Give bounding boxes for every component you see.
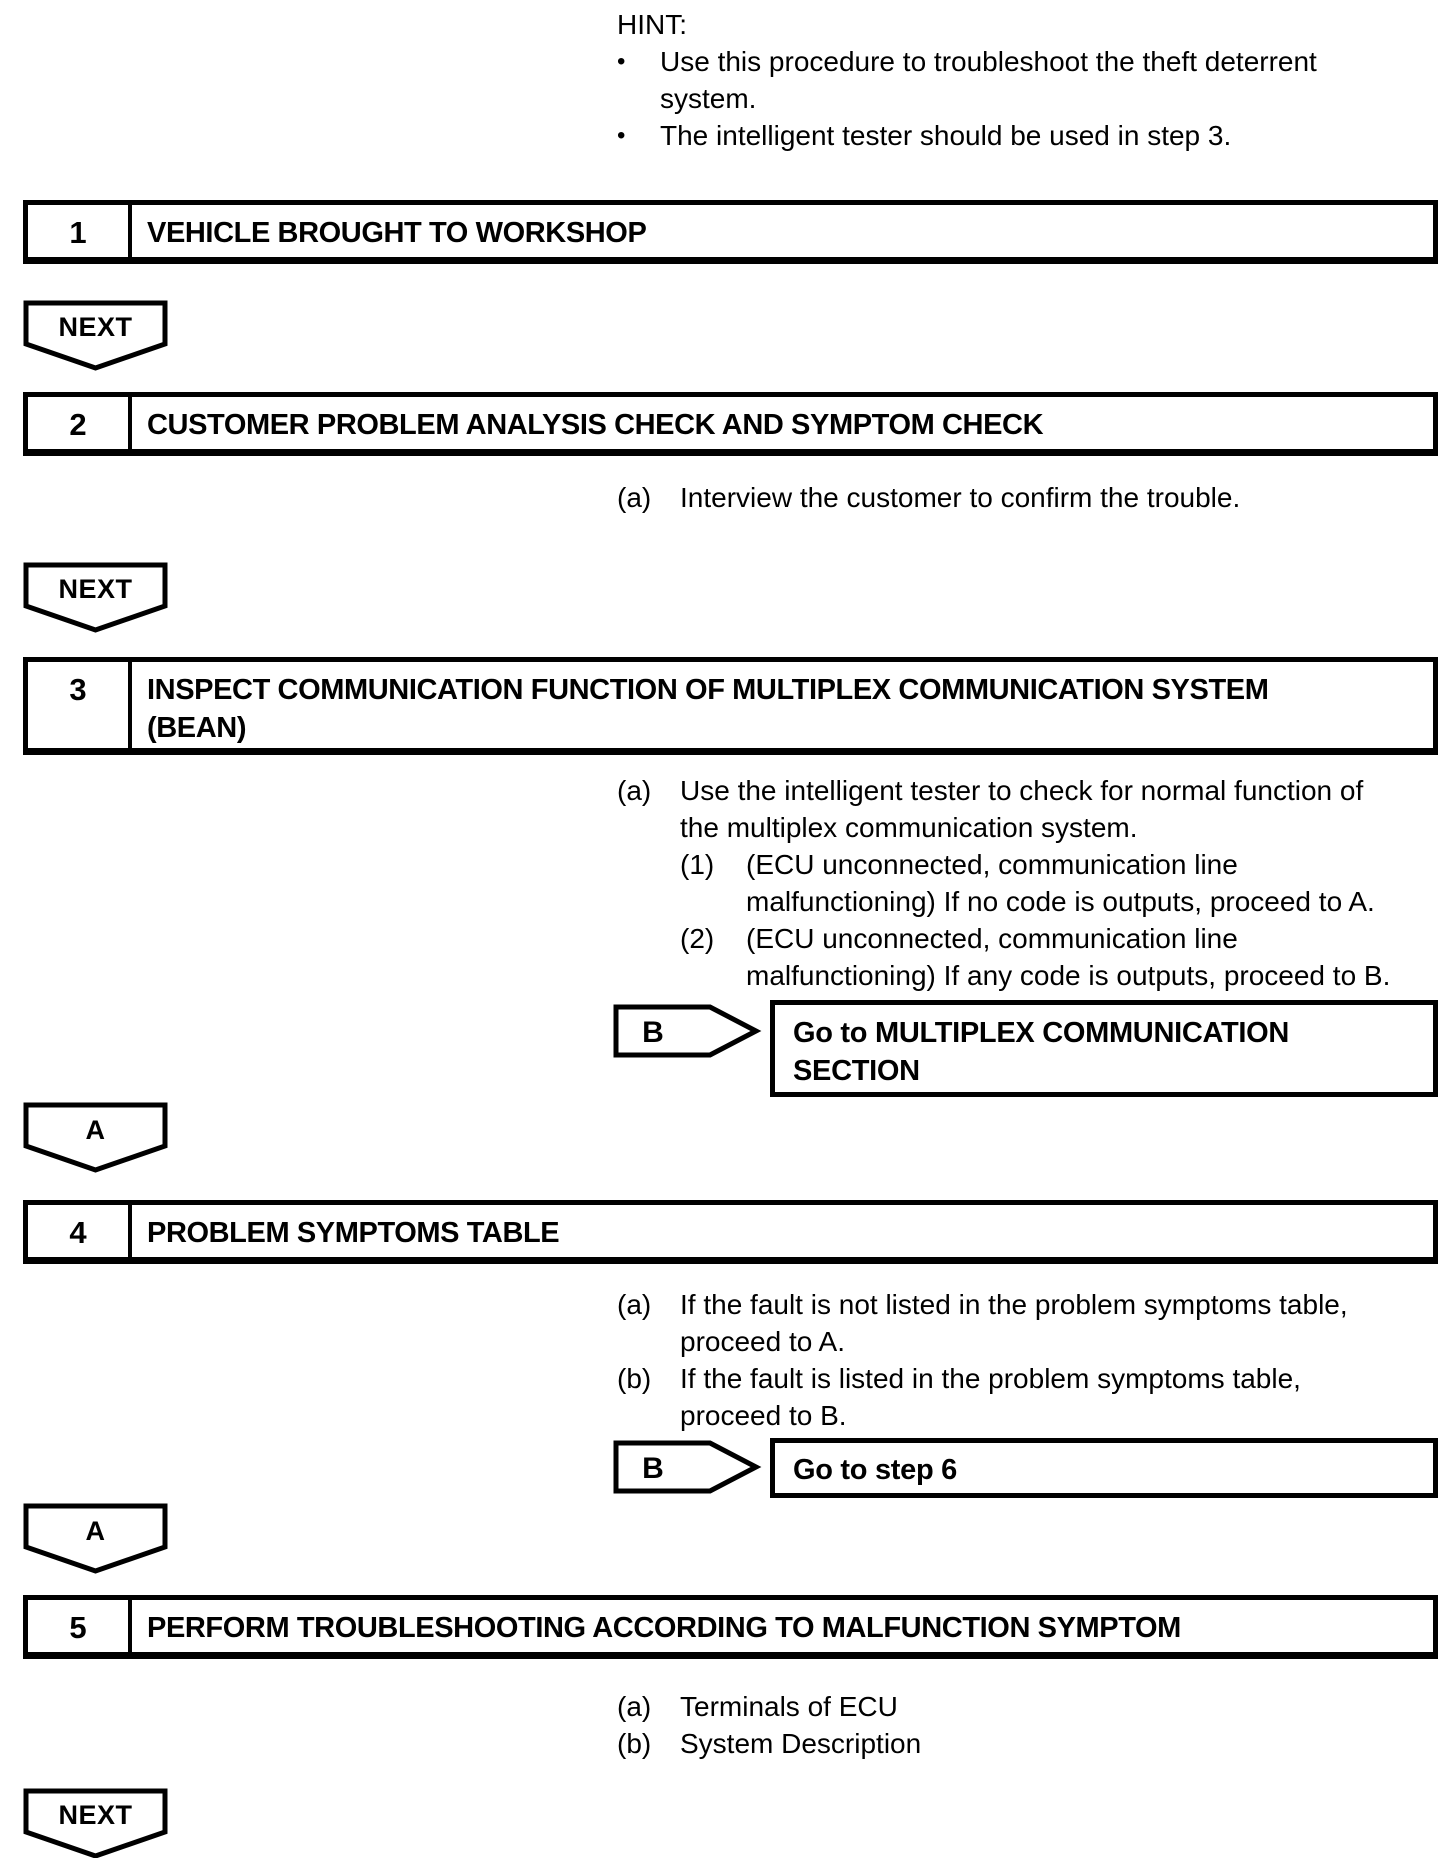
a-label: A	[86, 1115, 106, 1145]
continue-connector-a: A	[23, 1102, 168, 1173]
step-number: 3	[28, 662, 132, 748]
continue-connector-a: A	[23, 1503, 168, 1574]
substep-3a: (a) Use the intelligent tester to check …	[617, 772, 1446, 846]
next-pentagon-shape	[23, 562, 168, 633]
substep-label: (1)	[680, 849, 715, 880]
substep-label: (b)	[617, 1363, 652, 1394]
substep-4a: (a) If the fault is not listed in the pr…	[617, 1286, 1446, 1360]
step-box-4: 4 PROBLEM SYMPTOMS TABLE	[23, 1200, 1438, 1264]
hint-bullet-row: • Use this procedure to troubleshoot the…	[617, 43, 1417, 117]
substep-label: (a)	[617, 1691, 652, 1722]
branch-action-box: Go to step 6	[770, 1438, 1438, 1498]
branch-b-tag: B	[613, 1004, 762, 1058]
substep-label: (a)	[617, 775, 652, 806]
hint-bullet-text: The intelligent tester should be used in…	[660, 120, 1232, 151]
next-label: NEXT	[58, 1800, 132, 1830]
a-label: A	[86, 1516, 106, 1546]
hint-block: HINT: • Use this procedure to troublesho…	[617, 6, 1417, 154]
step-title: PROBLEM SYMPTOMS TABLE	[147, 1217, 560, 1249]
hint-label: HINT:	[617, 9, 687, 40]
substep-3a1: (1) (ECU unconnected, communication line…	[680, 846, 1446, 920]
step-box-5: 5 PERFORM TROUBLESHOOTING ACCORDING TO M…	[23, 1595, 1438, 1659]
branch-pentagon-shape	[613, 1004, 762, 1058]
hint-bullet-text: Use this procedure to troubleshoot the t…	[660, 46, 1317, 114]
branch-b-tag: B	[613, 1440, 762, 1494]
step-number: 4	[28, 1205, 132, 1257]
bullet-icon: •	[617, 122, 626, 149]
substep-3a2: (2) (ECU unconnected, communication line…	[680, 920, 1446, 994]
substep-label: (2)	[680, 923, 715, 954]
next-connector: NEXT	[23, 562, 168, 633]
step-box-3: 3 INSPECT COMMUNICATION FUNCTION OF MULT…	[23, 657, 1438, 755]
a-pentagon-shape	[23, 1503, 168, 1574]
step-number: 2	[28, 397, 132, 449]
branch-label: B	[642, 1452, 664, 1485]
substep-5a: (a) Terminals of ECU	[617, 1688, 1446, 1725]
substep-text: (ECU unconnected, communication line mal…	[746, 849, 1375, 917]
next-label: NEXT	[58, 312, 132, 342]
substep-label: (a)	[617, 482, 652, 513]
step-box-2: 2 CUSTOMER PROBLEM ANALYSIS CHECK AND SY…	[23, 392, 1438, 456]
bullet-icon: •	[617, 48, 626, 75]
step-title: VEHICLE BROUGHT TO WORKSHOP	[147, 217, 647, 249]
substep-text: If the fault is not listed in the proble…	[680, 1289, 1348, 1357]
next-label: NEXT	[58, 574, 132, 604]
substep-text: (ECU unconnected, communication line mal…	[746, 923, 1391, 991]
substep-4b: (b) If the fault is listed in the proble…	[617, 1360, 1446, 1434]
next-connector: NEXT	[23, 1788, 168, 1858]
next-connector: NEXT	[23, 300, 168, 371]
step-title: CUSTOMER PROBLEM ANALYSIS CHECK AND SYMP…	[147, 409, 1044, 441]
a-pentagon-shape	[23, 1102, 168, 1173]
next-pentagon-shape	[23, 1788, 168, 1858]
substep-text: If the fault is listed in the problem sy…	[680, 1363, 1301, 1431]
branch-pentagon-shape	[613, 1440, 762, 1494]
step-title: PERFORM TROUBLESHOOTING ACCORDING TO MAL…	[147, 1612, 1181, 1644]
hint-bullet-row: • The intelligent tester should be used …	[617, 117, 1417, 154]
substep-5b: (b) System Description	[617, 1725, 1446, 1762]
step-number: 1	[28, 205, 132, 257]
branch-label: B	[642, 1016, 664, 1049]
substep-label: (a)	[617, 1289, 652, 1320]
substep-text: Use the intelligent tester to check for …	[680, 775, 1364, 843]
substep-text: Terminals of ECU	[680, 1691, 898, 1722]
substep-text: System Description	[680, 1728, 922, 1759]
substep-label: (b)	[617, 1728, 652, 1759]
substep-text: Interview the customer to confirm the tr…	[680, 482, 1241, 513]
step-title: INSPECT COMMUNICATION FUNCTION OF MULTIP…	[147, 674, 1269, 744]
branch-action-box: Go to MULTIPLEX COMMUNICATION SECTION	[770, 1000, 1438, 1097]
next-pentagon-shape	[23, 300, 168, 371]
substep-2a: (a) Interview the customer to confirm th…	[617, 479, 1446, 516]
step-box-1: 1 VEHICLE BROUGHT TO WORKSHOP	[23, 200, 1438, 264]
step-number: 5	[28, 1600, 132, 1652]
